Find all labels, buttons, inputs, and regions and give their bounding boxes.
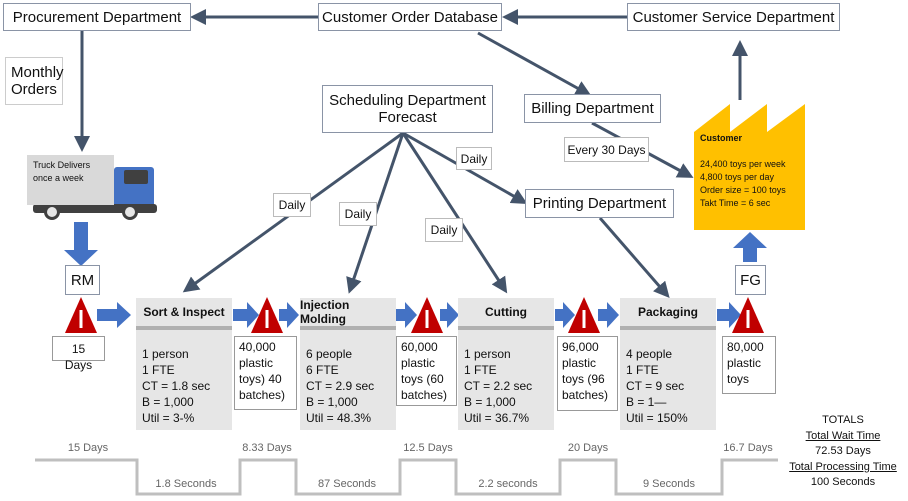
wait-time: 16.7 Days: [723, 442, 773, 454]
process-line: B = 1—: [626, 395, 667, 409]
process-data-packaging: 4 people 1 FTE CT = 9 sec B = 1— Util = 150%: [620, 330, 716, 430]
process-line: CT = 2.9 sec: [306, 379, 375, 393]
inventory-rm: 15 Days: [52, 336, 105, 372]
process-line: 4 people: [626, 347, 673, 361]
wait-time: 20 Days: [567, 442, 609, 454]
wait-time: 8.33 Days: [242, 442, 292, 454]
wait-time: 12.5 Days: [403, 442, 453, 454]
inventory-after-cutting: 96,000 plastic toys (96 batches): [557, 336, 618, 411]
processing-time: 1.8 Seconds: [155, 478, 217, 490]
process-line: 6 people: [306, 347, 353, 361]
info-label-daily: Daily: [273, 193, 311, 217]
process-line: 1 FTE: [142, 363, 175, 377]
customer-line: 24,400 toys per week: [700, 159, 786, 169]
process-line: CT = 2.2 sec: [464, 379, 533, 393]
process-line: B = 1,000: [464, 395, 516, 409]
process-line: CT = 9 sec: [626, 379, 685, 393]
processing-time: 87 Seconds: [317, 478, 377, 490]
process-line: Util = 36.7%: [464, 411, 530, 425]
arrow-sched-to-cutting: [401, 132, 508, 294]
process-line: 1 person: [142, 347, 189, 361]
billing-department: Billing Department: [524, 94, 661, 123]
info-label-daily: Daily: [456, 147, 492, 170]
raw-materials-box: RM: [65, 265, 100, 295]
customer-title: Customer: [700, 133, 743, 143]
wait-time: 15 Days: [67, 442, 109, 454]
processing-time: 9 Seconds: [643, 478, 695, 490]
customer-line: Order size = 100 toys: [700, 185, 786, 195]
total-wait-value: 72.53 Days: [815, 445, 871, 457]
customer-service-department: Customer Service Department: [627, 3, 840, 31]
truck-label: Truck Delivers once a week: [33, 160, 91, 183]
monthly-orders: Monthly Orders: [5, 57, 64, 105]
printing-department: Printing Department: [525, 189, 674, 218]
process-line: Util = 3-%: [142, 411, 195, 425]
process-packaging: Packaging: [620, 298, 716, 330]
push-arrows: [64, 222, 767, 328]
inventory-after-sort: 40,000 plastic toys) 40 batches): [234, 336, 297, 410]
inventory-triangles: [65, 297, 764, 333]
info-label-daily: Daily: [425, 218, 463, 242]
process-line: CT = 1.8 sec: [142, 379, 211, 393]
totals-title: TOTALS: [822, 414, 864, 426]
totals: TOTALS Total Wait Time 72.53 Days Total …: [783, 413, 903, 491]
customer-order-database: Customer Order Database: [318, 3, 502, 31]
customer-line: 4,800 toys per day: [700, 172, 775, 182]
info-label-daily: Daily: [339, 202, 377, 226]
truck-icon: [27, 155, 157, 220]
customer-factory-icon: [694, 104, 805, 230]
procurement-department: Procurement Department: [3, 3, 191, 31]
customer-line: Takt Time = 6 sec: [700, 198, 771, 208]
customer-info: Customer 24,400 toys per week 4,800 toys…: [700, 132, 804, 210]
total-processing-label: Total Processing Time: [789, 460, 897, 473]
process-injection-molding: Injection Molding: [300, 298, 396, 330]
scheduling-department: Scheduling Department Forecast: [322, 85, 493, 133]
process-sort-inspect: Sort & Inspect: [136, 298, 232, 330]
timeline: [35, 458, 778, 496]
process-line: B = 1,000: [306, 395, 358, 409]
processing-time: 2.2 seconds: [478, 478, 538, 490]
total-wait-label: Total Wait Time: [805, 429, 881, 442]
process-line: Util = 150%: [626, 411, 688, 425]
total-processing-value: 100 Seconds: [810, 476, 876, 488]
process-cutting: Cutting: [458, 298, 554, 330]
inventory-fg: 80,000 plastic toys: [722, 336, 776, 394]
process-line: 6 FTE: [306, 363, 339, 377]
process-line: 1 FTE: [626, 363, 659, 377]
inventory-after-injection: 60,000 plastic toys (60 batches): [396, 336, 457, 406]
process-line: Util = 48.3%: [306, 411, 372, 425]
arrow-printing-to-packaging: [598, 217, 670, 299]
arrow-cod-to-billing: [477, 31, 592, 96]
process-line: 1 FTE: [464, 363, 497, 377]
finished-goods-box: FG: [735, 265, 766, 295]
process-line: B = 1,000: [142, 395, 194, 409]
process-line: 1 person: [464, 347, 511, 361]
info-label-every-30-days: Every 30 Days: [564, 137, 649, 162]
